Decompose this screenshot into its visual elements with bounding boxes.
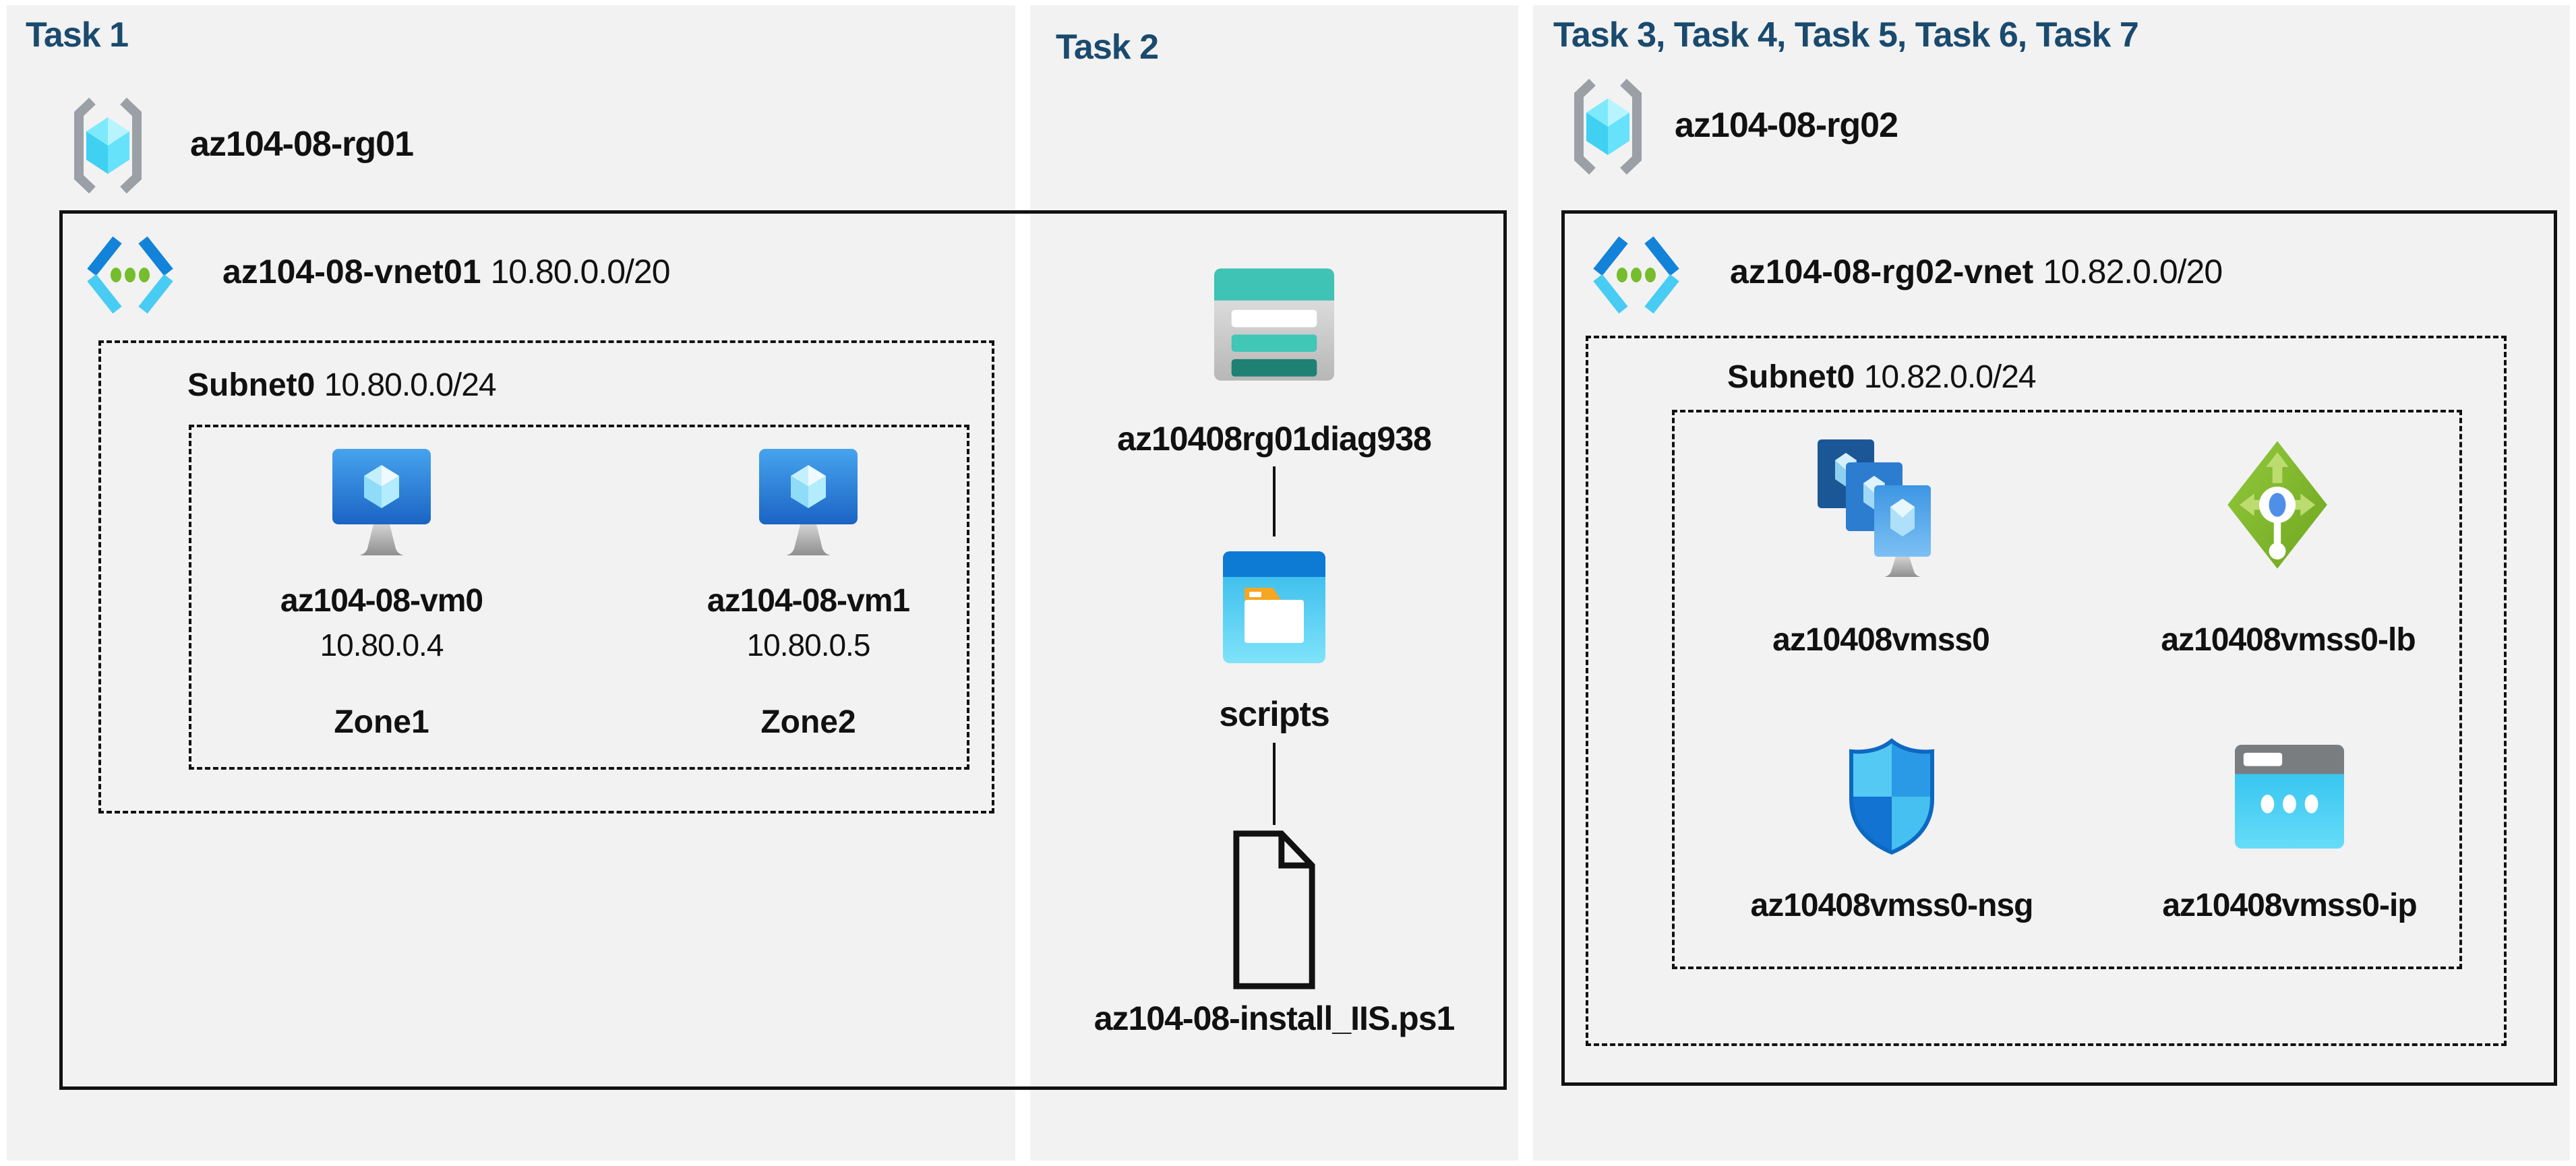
task3-subnet-cidr: 10.82.0.0/24 bbox=[1863, 359, 2037, 395]
public-ip-icon bbox=[2233, 743, 2346, 851]
task3-subnet-box bbox=[1586, 336, 2507, 1046]
load-balancer-icon bbox=[2225, 438, 2330, 572]
task1-subnet-cidr: 10.80.0.0/24 bbox=[324, 367, 497, 403]
task1-subnet-box bbox=[98, 340, 994, 814]
task1-subnet-name: Subnet0 bbox=[187, 367, 316, 403]
task1-title: Task 1 bbox=[26, 16, 129, 55]
vm-scale-set-icon bbox=[1812, 437, 1950, 580]
vm-ip: 10.80.0.5 bbox=[746, 627, 871, 663]
connector-line bbox=[1273, 743, 1276, 825]
script-file-name: az104-08-install_IIS.ps1 bbox=[1094, 1000, 1456, 1037]
virtual-machine-icon bbox=[758, 448, 859, 563]
task1-vnet-cidr: 10.80.0.0/20 bbox=[490, 253, 670, 290]
task3-vnet-name: az104-08-rg02-vnet bbox=[1730, 253, 2034, 290]
network-security-group-icon bbox=[1843, 736, 1940, 857]
task3-subnet-name: Subnet0 bbox=[1727, 359, 1855, 395]
resource-name: az10408vmss0-ip bbox=[2162, 888, 2417, 923]
task1-vnet-box bbox=[59, 210, 1507, 1090]
storage-account-name: az10408rg01diag938 bbox=[1117, 420, 1432, 458]
task3-title: Task 3, Task 4, Task 5, Task 6, Task 7 bbox=[1553, 16, 2139, 55]
vm-name: az104-08-vm0 bbox=[280, 583, 483, 619]
vm-ip: 10.80.0.4 bbox=[320, 627, 444, 663]
resource-name: az10408vmss0-lb bbox=[2161, 622, 2416, 658]
task3-vnet-cidr: 10.82.0.0/20 bbox=[2043, 253, 2223, 290]
resource-name: az10408vmss0-nsg bbox=[1750, 888, 2034, 923]
task1-resource-group-name: az104-08-rg01 bbox=[190, 125, 414, 164]
vm-name: az104-08-vm1 bbox=[707, 583, 910, 619]
task1-subnet-label: Subnet0 10.80.0.0/24 bbox=[187, 367, 497, 404]
virtual-network-icon bbox=[80, 229, 181, 321]
task3-vnet-box bbox=[1561, 210, 2557, 1086]
vm-zone: Zone2 bbox=[760, 704, 856, 740]
vm-zone: Zone1 bbox=[334, 704, 429, 740]
resource-group-icon bbox=[64, 96, 152, 195]
task1-zones-box bbox=[189, 425, 969, 770]
storage-account-icon bbox=[1213, 267, 1336, 382]
task1-panel bbox=[7, 5, 1015, 1161]
task3-resources-box bbox=[1672, 410, 2462, 969]
resource-group-icon bbox=[1564, 78, 1652, 176]
task3-resource-group-name: az104-08-rg02 bbox=[1675, 106, 1898, 145]
virtual-network-icon bbox=[1586, 229, 1687, 321]
connector-line bbox=[1273, 466, 1276, 536]
task1-vnet-name: az104-08-vnet01 bbox=[222, 253, 481, 290]
resource-name: az10408vmss0 bbox=[1772, 622, 1990, 658]
virtual-machine-icon bbox=[331, 448, 432, 563]
container-name: scripts bbox=[1219, 695, 1330, 734]
task2-title: Task 2 bbox=[1056, 28, 1159, 67]
task1-vnet-label: az104-08-vnet01 10.80.0.0/20 bbox=[222, 252, 671, 291]
task3-subnet-label: Subnet0 10.82.0.0/24 bbox=[1727, 359, 2037, 396]
file-icon bbox=[1231, 829, 1317, 991]
task3-vnet-label: az104-08-rg02-vnet 10.82.0.0/20 bbox=[1730, 252, 2223, 291]
blob-container-icon bbox=[1222, 550, 1327, 665]
